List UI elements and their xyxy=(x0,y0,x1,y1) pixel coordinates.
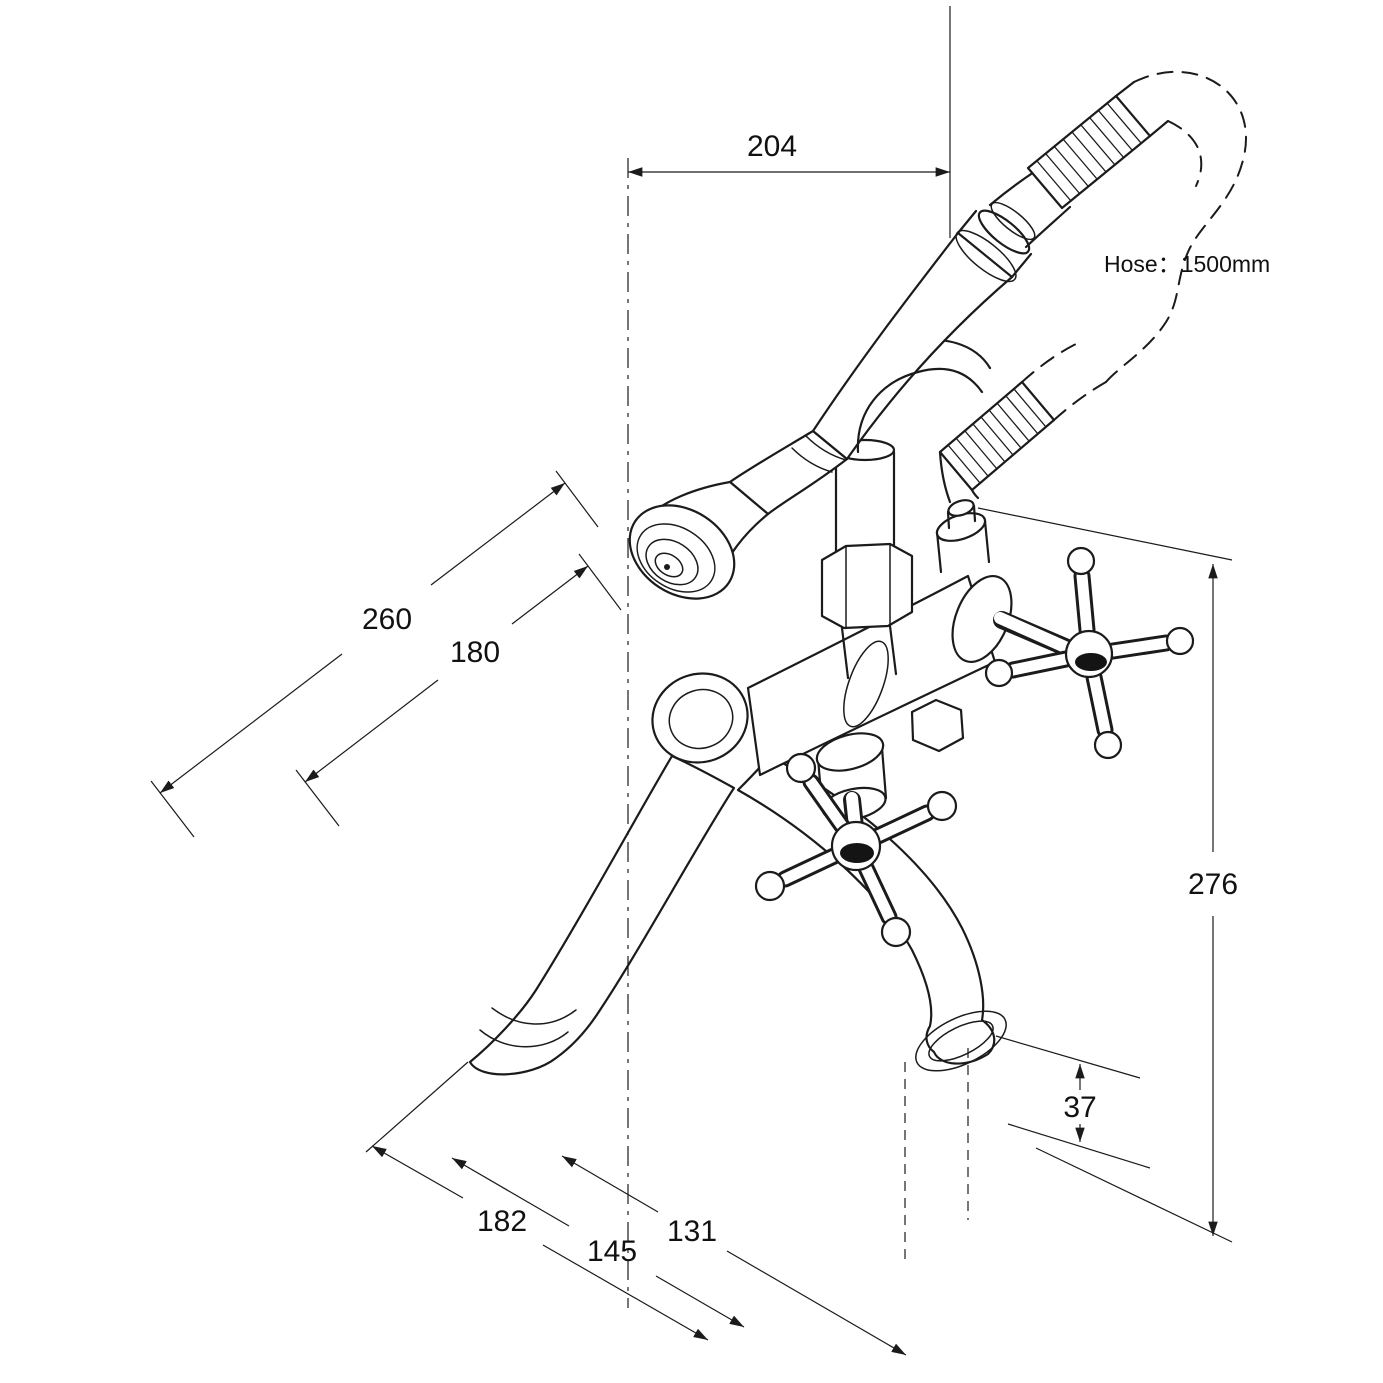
front-cross-handle xyxy=(754,732,958,948)
hose-lower xyxy=(938,343,1107,504)
dim-180: 180 xyxy=(295,553,622,827)
faucet-drawing xyxy=(468,71,1247,1076)
dim-37-label: 37 xyxy=(1063,1091,1096,1124)
dim-145: 145 xyxy=(451,1157,745,1328)
spout xyxy=(736,754,1007,1072)
dim-182: 182 xyxy=(371,1145,709,1341)
ext-leg-foot xyxy=(365,1061,469,1153)
spout-outlet-rim xyxy=(915,1010,1007,1072)
dim-276-label: 276 xyxy=(1188,868,1238,901)
dim-37: 37 xyxy=(995,1035,1151,1169)
right-valve-dome xyxy=(935,499,991,574)
dim-204: 204 xyxy=(628,6,951,238)
front-handle-badge xyxy=(840,843,874,863)
dim-204-label: 204 xyxy=(747,130,797,163)
dim-260: 260 xyxy=(150,470,599,838)
dim-180-label: 180 xyxy=(450,636,500,669)
dim-131-label: 131 xyxy=(667,1215,717,1248)
dim-145-label: 145 xyxy=(587,1235,637,1268)
hose-dashed-loop xyxy=(1105,71,1247,383)
left-leg xyxy=(468,754,736,1076)
hose-upper xyxy=(988,80,1170,249)
dim-182-label: 182 xyxy=(477,1205,527,1238)
hex-fitting xyxy=(910,698,965,753)
right-cross-handle xyxy=(984,546,1195,760)
left-union-nut xyxy=(651,672,749,764)
spray-face xyxy=(628,504,736,600)
hose-length-annotation: Hose：1500mm xyxy=(1104,251,1270,277)
dim-276: 276 xyxy=(977,507,1238,1243)
riser-hex-nut xyxy=(820,542,914,630)
handset-hose-nut xyxy=(977,209,1031,255)
dim-260-label: 260 xyxy=(362,603,412,636)
right-handle-badge xyxy=(1075,653,1107,671)
dimension-layer: 204 260 180 276 xyxy=(150,6,1270,1356)
handset xyxy=(628,201,1036,600)
dim-131: 131 xyxy=(561,1155,907,1356)
handset-cradle-front xyxy=(856,367,984,454)
